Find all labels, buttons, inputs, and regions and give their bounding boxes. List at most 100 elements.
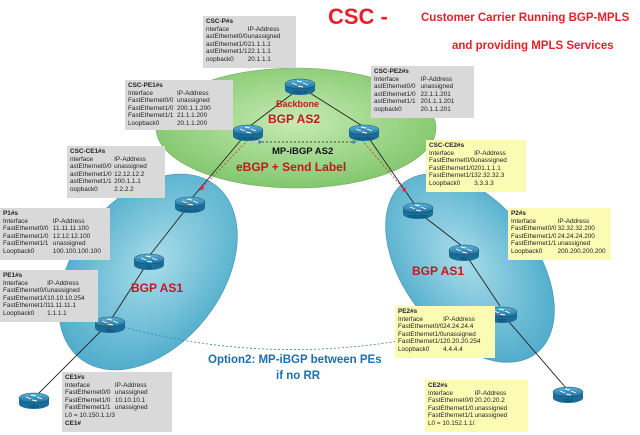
label-option2-line1: Option2: MP-iBGP between PEs	[208, 354, 382, 366]
interface-cell: FastEthernet1/1	[3, 302, 48, 310]
interface-cell: FastEthernet1/0	[128, 104, 174, 112]
interface-cell: Interface	[3, 217, 28, 225]
ip-address-cell: IP-Address	[474, 149, 506, 157]
router-arrows-icon	[181, 198, 199, 206]
interface-cell: nterface	[70, 155, 94, 163]
ip-address-cell: 200.1.1.200	[176, 104, 211, 112]
table-row: Loopback0 20.1.1.200	[128, 120, 230, 128]
router-label: PE2	[498, 318, 507, 323]
ip-address-cell: 100.100.100.100	[52, 247, 101, 255]
interface-cell: FastEthernet1/1	[128, 112, 174, 120]
ip-address-cell: unassigned	[47, 287, 80, 295]
ip-address-cell: IP-Address	[176, 89, 209, 97]
router-label: P1	[146, 265, 152, 270]
ip-address-cell: 4.4.4.4	[443, 345, 463, 353]
router-arrows-icon	[559, 388, 577, 396]
interface-cell: nterface	[206, 25, 230, 33]
ip-address-cell: 10.10.10.1	[114, 396, 146, 404]
ip-address-cell: 12.12.12.100	[52, 232, 91, 240]
interface-cell: Loopback0	[128, 119, 160, 127]
interface-cell: FastEthernet1/1	[398, 338, 444, 346]
interface-cell: Interface	[128, 89, 153, 97]
ip-address-cell: 1.1.1.1	[47, 309, 67, 317]
ip-address-cell: 200.1.1.1	[114, 178, 141, 186]
interface-cell: oopback0	[374, 105, 402, 113]
router-ce1: CE1	[18, 392, 50, 409]
router-csc-pe1: CSC-PE1	[232, 124, 264, 141]
interface-cell: FastEthernet1/1	[429, 172, 475, 180]
table-row: L0 = 10.152.1.1/24	[428, 420, 525, 428]
ip-address-cell: IP-Address	[557, 217, 590, 225]
ip-address-cell: unassigned	[474, 404, 508, 412]
router-label: CE1	[30, 404, 39, 409]
ip-address-cell: unassigned	[474, 412, 508, 420]
interface-cell: FastEthernet1/1	[428, 412, 474, 420]
ip-address-cell	[115, 412, 169, 420]
ip-address-cell: 22.1.1.201	[420, 90, 451, 98]
interface-cell: FastEthernet1/1	[65, 404, 111, 412]
table-row: L0 = 10.150.1.1/32	[65, 412, 169, 420]
ip-address-cell: 21.1.1.200	[176, 112, 208, 120]
ip-address-cell: 2.2.2.2	[114, 185, 134, 193]
interface-cell: astEthernet1/0	[206, 40, 248, 48]
router-label: CSC-PE1	[238, 136, 258, 141]
table-row: Interface IP-Address	[3, 218, 107, 226]
router-p1: P1	[133, 253, 165, 270]
interface-cell: FastEthernet1/1	[511, 240, 557, 248]
ip-address-cell: unassigned	[114, 404, 148, 412]
router-label: CSC-PE2	[354, 136, 374, 141]
ip-address-cell: IP-Address	[247, 25, 280, 33]
title-line2: and providing MPLS Services	[452, 40, 614, 52]
ip-address-cell: IP-Address	[114, 381, 147, 389]
ip-address-cell: 20.1.1.200	[176, 119, 208, 127]
link-pe2-ce2	[503, 315, 567, 389]
label-option2-line2: if no RR	[276, 370, 321, 382]
title-main: CSC -	[328, 4, 388, 29]
label-bgp-as2: BGP AS2	[268, 112, 321, 126]
link-p2-pe2	[463, 251, 501, 307]
table-title: CSC-P#s	[206, 18, 233, 25]
interface-cell: Interface	[511, 217, 536, 225]
interface-cell: astEthernet1/0	[374, 90, 416, 98]
interface-cell: Interface	[374, 75, 399, 83]
ebgp-arrow-right	[357, 135, 407, 193]
interface-cell: L0 = 10.150.1.1/32	[65, 411, 115, 419]
link-cscp-cscpe2	[301, 87, 365, 128]
ip-address-cell: 24.24.24.4	[443, 323, 474, 331]
ip-address-cell: IP-Address	[474, 389, 507, 397]
link-pe1-ce1	[35, 323, 109, 397]
router-top	[232, 124, 264, 136]
router-arrows-icon	[493, 308, 511, 316]
interface-cell: FastEthernet0/0	[3, 225, 49, 233]
router-csc-p: CSC-P	[284, 78, 316, 95]
ip-address-cell: IP-Address	[52, 217, 85, 225]
interface-cell: FastEthernet1/0	[429, 164, 475, 172]
interface-cell: FastEthernet1/0	[428, 404, 474, 412]
interface-cell: FastEthernet1/0	[3, 294, 48, 302]
ip-address-cell: 11.11.11.100	[52, 225, 89, 233]
